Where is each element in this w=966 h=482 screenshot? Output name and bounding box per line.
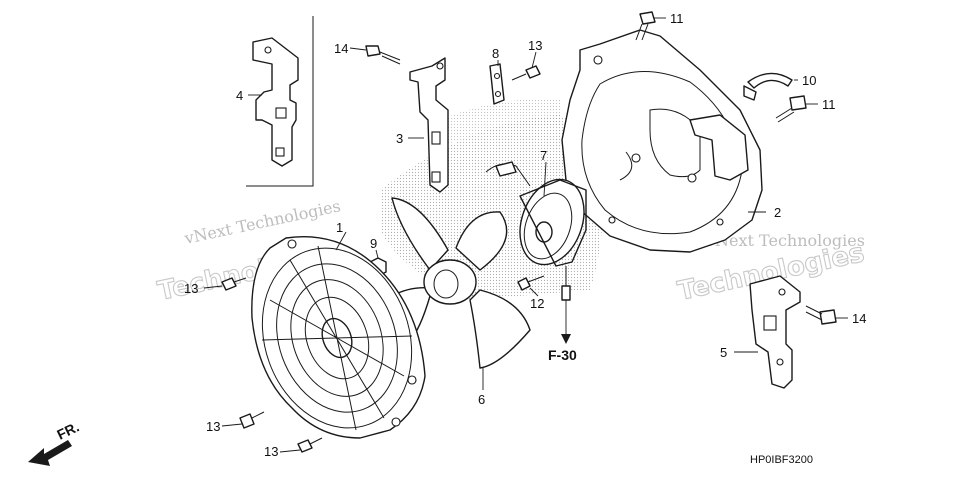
part-label: 13: [264, 444, 278, 459]
part-label: 7: [540, 148, 547, 163]
diagram-code: HP0IBF3200: [750, 454, 813, 466]
bolt-part-14-top[interactable]: [365, 45, 401, 65]
bracket-part-5[interactable]: [749, 275, 801, 389]
part-label: 9: [370, 236, 377, 251]
reference-arrow: [561, 300, 571, 344]
screw-part-13-lower[interactable]: [297, 437, 323, 453]
screw-part-13-left[interactable]: [221, 277, 247, 291]
bolt-part-11-right[interactable]: [775, 95, 807, 123]
part-label: 13: [184, 281, 198, 296]
part-label: 11: [670, 11, 684, 26]
reference-label: F-30: [548, 347, 577, 363]
part-label: 2: [774, 205, 781, 220]
fan-guard-part-1[interactable]: [238, 227, 436, 449]
bracket-part-4[interactable]: [246, 16, 314, 187]
part-label: 14: [334, 41, 348, 56]
bracket-part-3[interactable]: [409, 57, 449, 193]
part-label: 8: [492, 46, 499, 61]
part-label: 4: [236, 88, 243, 103]
shroud-part-2[interactable]: [561, 29, 763, 253]
front-direction-label: FR.: [54, 418, 81, 442]
screw-part-13-bottom[interactable]: [239, 411, 265, 429]
watermark-text: vNext Technologies: [705, 231, 865, 250]
clamp-part-10[interactable]: [743, 72, 793, 101]
motor-part-7[interactable]: [485, 161, 595, 301]
part-label: 5: [720, 345, 727, 360]
front-direction-arrow: [28, 440, 72, 466]
part-label: 14: [852, 311, 866, 326]
screw-part-13-top[interactable]: [511, 65, 541, 81]
part-label: 11: [822, 97, 836, 112]
clip-part-8[interactable]: [489, 63, 505, 105]
leader-lines: [203, 17, 848, 453]
part-label: 12: [530, 296, 544, 311]
part-label: 3: [396, 131, 403, 146]
part-label: 10: [802, 73, 816, 88]
part-label: 6: [478, 392, 485, 407]
bolt-part-14-right[interactable]: [805, 305, 837, 325]
part-label: 1: [336, 220, 343, 235]
part-label: 13: [206, 419, 220, 434]
part-labels: 1 2 3 4 5 6 7 8 9 10 11 11 12 13 13 13 1…: [184, 11, 866, 459]
screw-part-12[interactable]: [517, 275, 545, 291]
part-label: 13: [528, 38, 542, 53]
bolt-part-11-top[interactable]: [635, 11, 656, 41]
